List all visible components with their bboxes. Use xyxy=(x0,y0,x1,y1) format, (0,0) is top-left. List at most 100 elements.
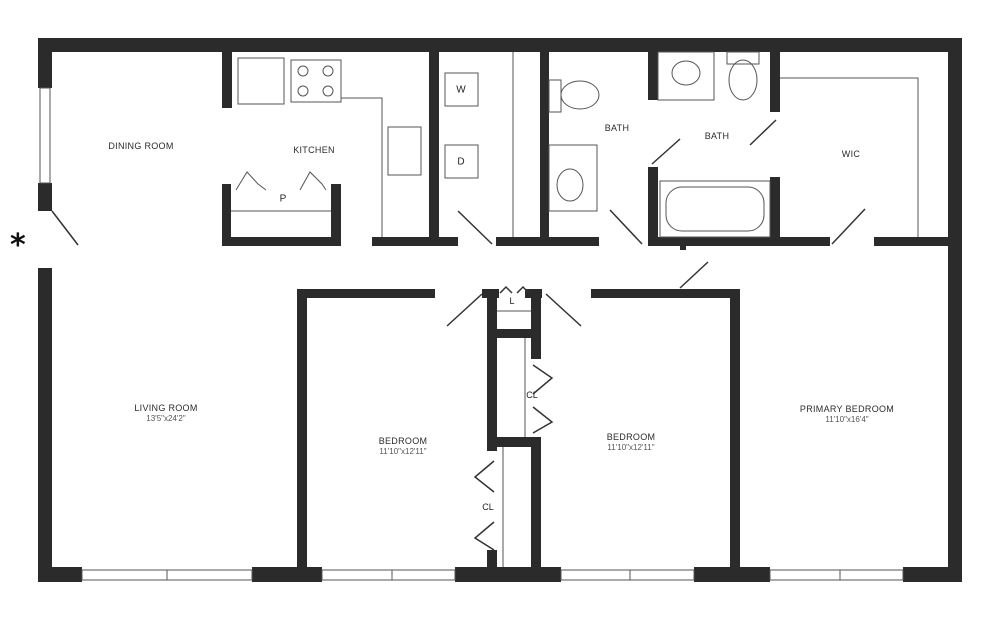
closet-door xyxy=(473,521,495,551)
room-dimensions-bedroom: 11'10"x12'11" xyxy=(607,443,655,452)
exterior-wall-left-top xyxy=(38,38,52,88)
bedroom-door xyxy=(446,293,483,327)
vanity xyxy=(548,144,598,212)
burner xyxy=(322,85,334,97)
wic-shelf xyxy=(780,77,919,237)
exterior-wall-bottom xyxy=(455,567,561,582)
kitchen-sink xyxy=(387,126,422,176)
dryer-label: D xyxy=(457,156,465,168)
closet-door xyxy=(532,406,554,434)
linen-bottom-wall xyxy=(487,329,541,338)
toilet-tank xyxy=(548,79,562,113)
washer xyxy=(444,72,479,107)
room-label-dining-room: DINING ROOM xyxy=(108,141,174,151)
bath-bottom-wall xyxy=(496,237,599,246)
wic-door xyxy=(831,208,866,245)
toilet xyxy=(560,80,600,110)
closet-door xyxy=(473,460,495,493)
bedroom2-door xyxy=(545,293,582,327)
window xyxy=(560,569,695,581)
window xyxy=(321,569,456,581)
bath2-door xyxy=(749,119,777,146)
closet-label: CL xyxy=(526,390,538,400)
bath2-wall xyxy=(648,167,658,246)
bath-sink xyxy=(671,60,701,86)
room-label-bedroom: BEDROOM xyxy=(606,432,656,442)
refrigerator xyxy=(237,57,285,105)
pantry-label: P xyxy=(279,193,287,205)
window xyxy=(769,569,904,581)
room-label-living-room: LIVING ROOM xyxy=(134,403,198,413)
closet-divider xyxy=(487,437,541,447)
window xyxy=(39,87,51,184)
bedroom2-right-wall xyxy=(730,289,740,582)
room-label-kitchen: KITCHEN xyxy=(293,145,335,155)
room-dimensions-bedroom: 11'10"x12'11" xyxy=(379,447,427,456)
wic-bottom-wall xyxy=(874,237,962,246)
pantry-wall xyxy=(222,237,341,246)
exterior-wall-bottom xyxy=(903,567,962,582)
toilet-tank xyxy=(726,51,760,65)
bath-door xyxy=(609,209,643,245)
washer-label: W xyxy=(456,84,466,96)
linen-closet-label: L xyxy=(509,296,515,306)
linen-door xyxy=(516,285,530,294)
exterior-wall-bottom xyxy=(38,567,82,582)
wall-stub xyxy=(680,246,686,250)
laundry-door xyxy=(457,210,493,245)
bedroom2-top-wall xyxy=(591,289,740,298)
pantry-wall xyxy=(331,184,341,246)
closet-wall xyxy=(487,289,497,451)
closet-label: CL xyxy=(482,502,494,512)
kitchen-wall xyxy=(222,52,232,108)
room-dimensions-living-room: 13'5"x24'2" xyxy=(146,414,186,423)
room-label-bath: BATH xyxy=(704,131,730,141)
pantry-door xyxy=(299,171,327,191)
burner xyxy=(322,65,334,77)
closet-wall xyxy=(531,437,541,582)
room-label-wic: WIC xyxy=(841,149,861,159)
vanity xyxy=(657,51,715,101)
bath-wall xyxy=(540,52,549,246)
primary-door xyxy=(679,261,709,289)
entry-marker: * xyxy=(10,228,26,263)
burner xyxy=(297,85,309,97)
bath2-wall-right xyxy=(770,177,780,241)
dryer xyxy=(444,144,479,179)
thin-lines xyxy=(39,51,919,581)
room-label-bedroom: BEDROOM xyxy=(378,436,428,446)
doors xyxy=(51,119,866,551)
bath2-wall-right xyxy=(770,52,780,112)
closet-door xyxy=(532,364,554,395)
entry-door xyxy=(51,210,79,246)
bathtub xyxy=(659,180,771,238)
closet-wall xyxy=(487,550,497,582)
room-dimensions-primary-bedroom: 11'10"x16'4" xyxy=(825,415,869,424)
room-label-primary-bedroom: PRIMARY BEDROOM xyxy=(799,404,895,414)
counter xyxy=(341,97,383,237)
bathtub-basin xyxy=(665,186,765,232)
linen-door xyxy=(499,285,513,294)
walls xyxy=(38,38,962,582)
bath2-door xyxy=(651,138,681,165)
room-label-bath: BATH xyxy=(604,123,630,133)
pantry-door xyxy=(235,171,267,191)
exterior-wall-top xyxy=(38,38,962,52)
pantry-wall xyxy=(222,184,231,246)
toilet xyxy=(728,59,758,101)
exterior-wall-left-mid xyxy=(38,183,52,211)
bath-sink xyxy=(556,168,584,202)
laundry-wall xyxy=(429,52,439,246)
closet-wall xyxy=(531,289,541,359)
burner xyxy=(297,65,309,77)
exterior-wall-bottom xyxy=(252,567,322,582)
bath2-bottom-wall xyxy=(648,237,830,246)
range xyxy=(290,59,342,103)
exterior-wall-left-bottom xyxy=(38,268,52,582)
bath2-wall xyxy=(648,52,658,100)
bedroom-left-wall xyxy=(297,289,307,582)
bedroom-top-wall xyxy=(297,289,435,298)
exterior-wall-right xyxy=(948,38,962,582)
kitchen-bottom-wall xyxy=(372,237,458,246)
